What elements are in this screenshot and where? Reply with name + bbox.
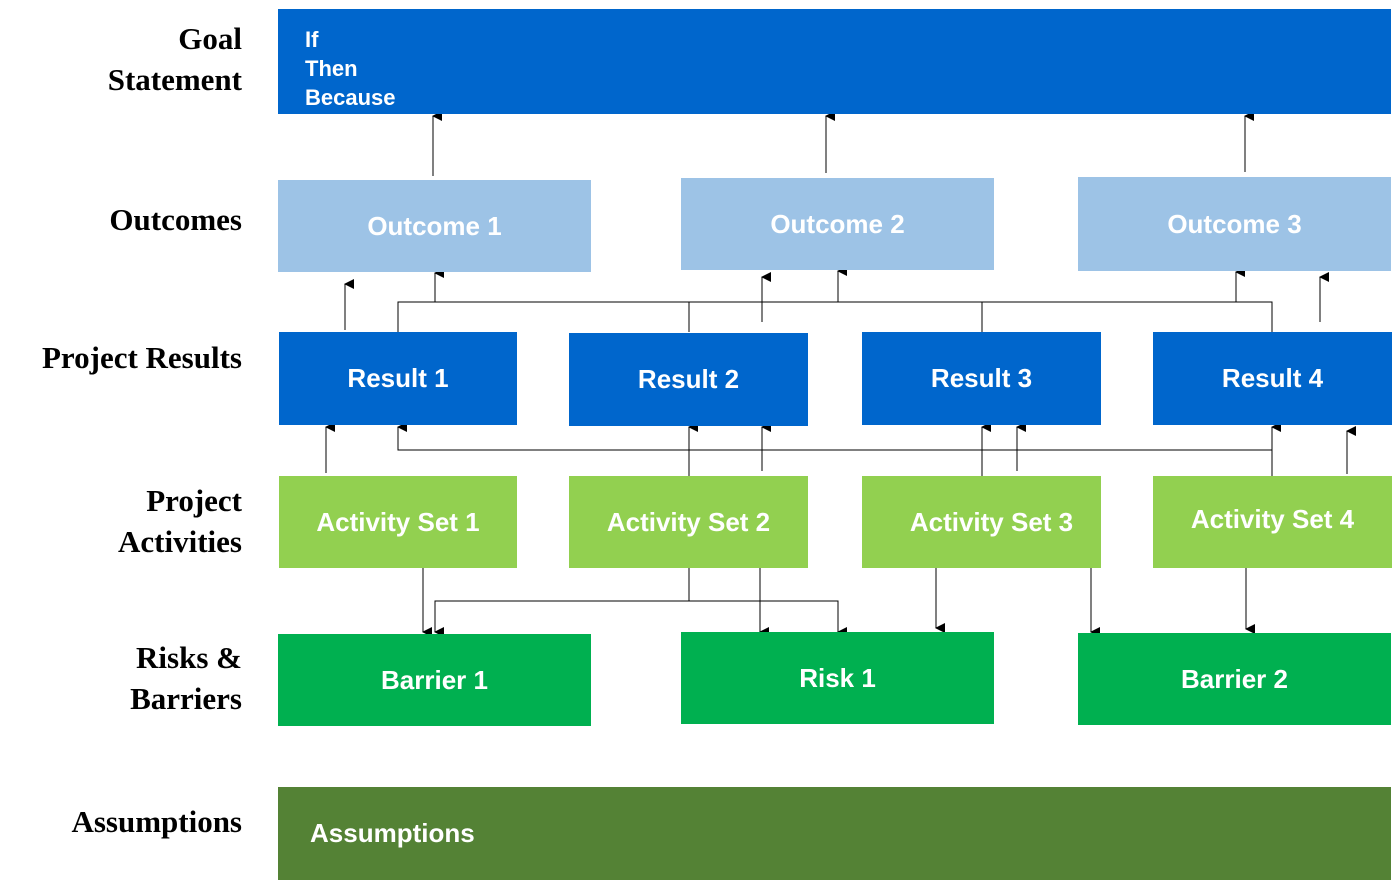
activity-set-2-box: Activity Set 2 bbox=[569, 476, 808, 568]
row-label-project-results: Project Results bbox=[41, 340, 242, 375]
activity-set-3-box: Activity Set 3 bbox=[862, 476, 1101, 568]
outcome-1-box: Outcome 1 bbox=[278, 180, 591, 272]
barrier-1-box: Barrier 1 bbox=[278, 634, 591, 726]
connector-activity2-branch bbox=[434, 568, 690, 637]
risk-1-box: Risk 1 bbox=[681, 632, 994, 724]
outcome-3-box: Outcome 3 bbox=[1078, 177, 1391, 271]
result-4-box: Result 4 bbox=[1153, 332, 1392, 425]
result-1-box: Result 1 bbox=[279, 332, 517, 425]
row-label-project-activities: Project Activities bbox=[118, 483, 242, 559]
assumptions-box: Assumptions bbox=[278, 787, 1391, 880]
connector-results-bus bbox=[397, 301, 1273, 332]
activity-set-4-box: Activity Set 4 bbox=[1153, 476, 1392, 568]
goal-statement-box: If Then Because bbox=[278, 9, 1391, 114]
row-label-risks-barriers: Risks & Barriers bbox=[130, 640, 242, 716]
row-label-goal-statement: Goal Statement bbox=[107, 21, 242, 97]
connector-activity-bus bbox=[397, 427, 1273, 476]
goal-statement-text: If Then Because bbox=[305, 27, 396, 110]
connector-activity2-risk1 bbox=[689, 600, 847, 637]
row-label-assumptions: Assumptions bbox=[71, 804, 242, 839]
result-2-box: Result 2 bbox=[569, 333, 808, 426]
barrier-2-box: Barrier 2 bbox=[1078, 633, 1391, 725]
outcome-2-box: Outcome 2 bbox=[681, 178, 994, 270]
row-label-outcomes: Outcomes bbox=[109, 202, 242, 237]
result-3-box: Result 3 bbox=[862, 332, 1101, 425]
activity-set-1-box: Activity Set 1 bbox=[279, 476, 517, 568]
